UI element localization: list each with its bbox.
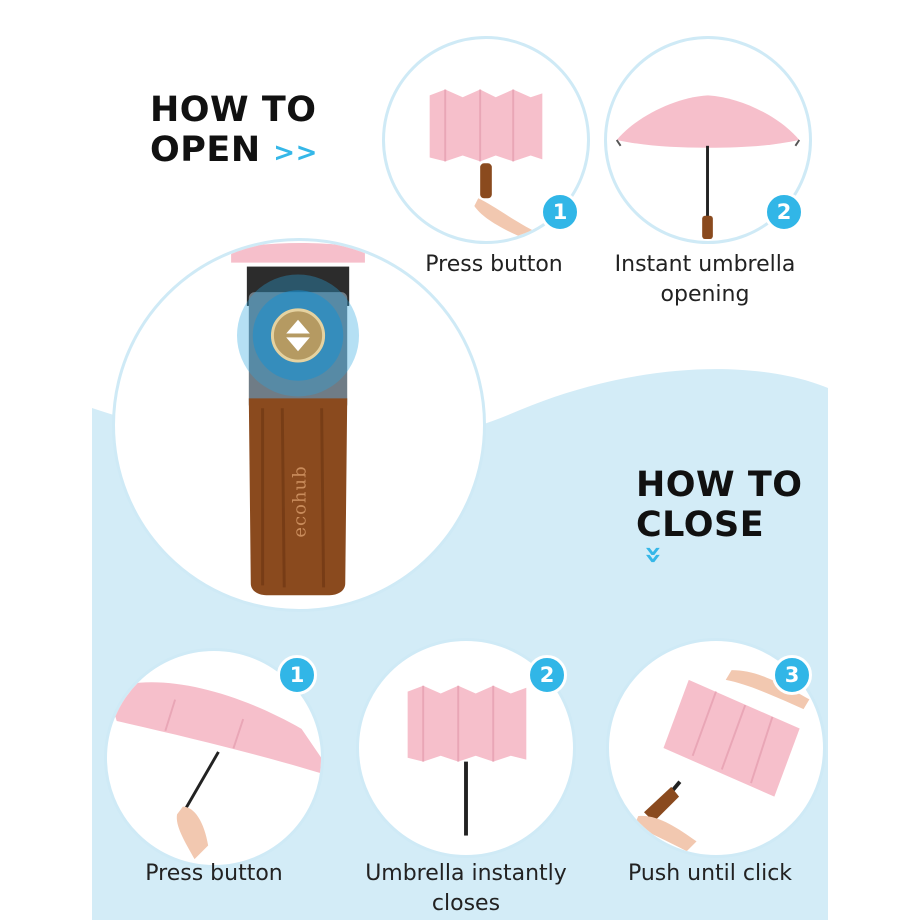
- handle-closeup-image: ecohub: [112, 238, 486, 612]
- close-heading: HOW TO CLOSE »: [636, 465, 802, 575]
- open-heading-line2: OPEN: [150, 130, 261, 170]
- open-heading: HOW TO OPEN >>: [150, 90, 318, 173]
- double-chevron-down-icon: »: [636, 545, 671, 565]
- close-step3-caption: Push until click: [627, 861, 793, 886]
- handle-brand-text: ecohub: [289, 465, 311, 538]
- close-step1-caption: Press button: [145, 861, 283, 886]
- open-step1-caption: Press button: [425, 252, 563, 277]
- open-heading-line2-wrap: OPEN >>: [150, 130, 318, 173]
- open-heading-line1: HOW TO: [150, 90, 317, 130]
- close-step2-badge: 2: [527, 655, 567, 695]
- open-step2-caption-line1: Instant umbrella: [614, 252, 796, 277]
- close-heading-line2: CLOSE: [636, 505, 765, 545]
- double-chevron-right-icon: >>: [273, 138, 318, 168]
- open-step2-caption: Instant umbrella opening: [602, 250, 808, 310]
- open-step2-caption-line2: opening: [660, 282, 750, 307]
- close-step2-caption: Umbrella instantly closes: [352, 859, 580, 919]
- open-step2-badge: 2: [764, 192, 804, 232]
- close-step2-caption-line2: closes: [431, 891, 501, 916]
- open-step1-badge: 1: [540, 192, 580, 232]
- close-step3-badge: 3: [772, 655, 812, 695]
- close-step2-caption-line1: Umbrella instantly: [365, 861, 567, 886]
- close-step1-badge: 1: [277, 655, 317, 695]
- close-heading-line1: HOW TO: [636, 465, 803, 505]
